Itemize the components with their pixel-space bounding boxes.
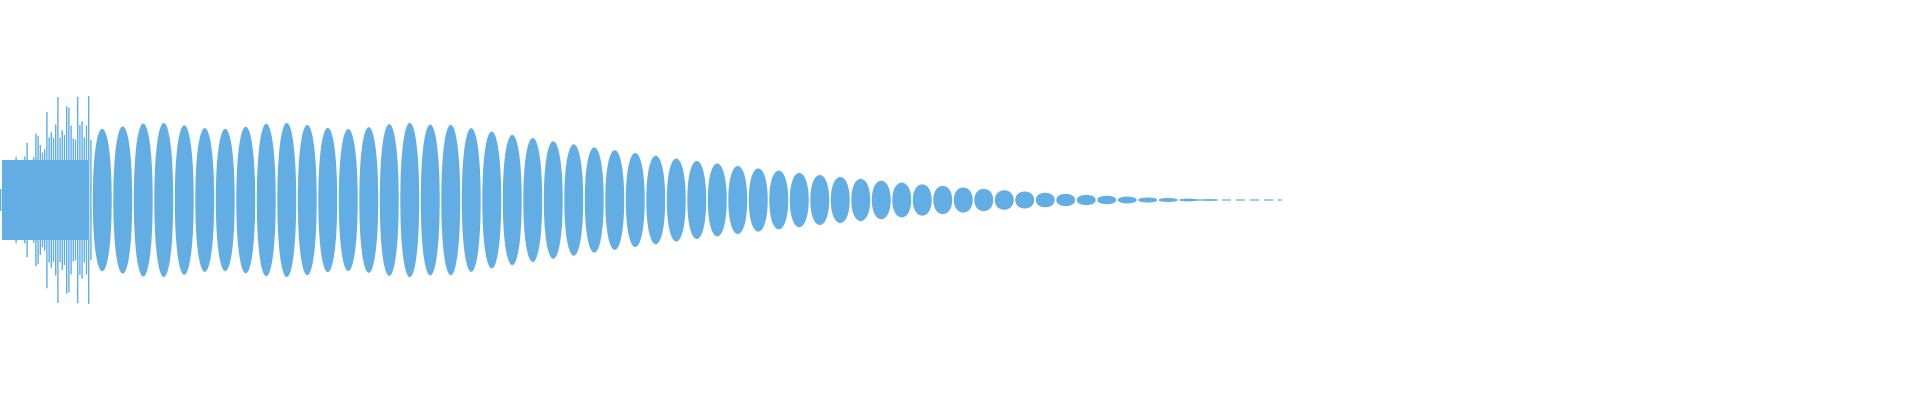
waveform-spike <box>0 189 2 211</box>
waveform-lobes <box>0 96 1219 304</box>
waveform-cycle <box>687 161 707 239</box>
waveform-attack-body <box>2 160 88 240</box>
waveform-cycle <box>1117 196 1137 204</box>
waveform-cycle <box>666 158 686 242</box>
waveform-cycle <box>892 182 912 218</box>
waveform-cycle <box>523 138 543 262</box>
waveform-cycle <box>625 152 645 248</box>
waveform-cycle <box>174 125 194 275</box>
waveform-cycle <box>810 174 830 226</box>
waveform-cycle <box>871 180 891 220</box>
waveform-cycle <box>912 184 932 216</box>
waveform-cycle <box>933 185 953 215</box>
waveform-cycle <box>195 128 215 272</box>
waveform-cycle <box>338 128 358 272</box>
waveform-cycle <box>1015 191 1035 209</box>
waveform-cycle <box>441 124 461 276</box>
waveform-cycle <box>707 163 727 237</box>
waveform-cycle <box>830 176 850 224</box>
waveform-cycle <box>789 172 809 228</box>
waveform-cycle <box>154 122 174 278</box>
waveform-cycle <box>92 128 112 272</box>
waveform-cycle <box>1076 194 1096 206</box>
waveform-cycle <box>974 188 994 212</box>
waveform-cycle <box>769 170 789 230</box>
waveform-cycle <box>215 128 235 272</box>
waveform-cycle <box>400 122 420 278</box>
waveform-cycle <box>379 124 399 276</box>
waveform-cycle <box>1158 198 1178 202</box>
waveform-cycle <box>236 126 256 274</box>
waveform-cycle <box>256 123 276 277</box>
waveform-cycle <box>113 126 133 274</box>
waveform-cycle <box>994 190 1014 210</box>
waveform-cycle <box>359 127 379 273</box>
waveform-cycle <box>646 155 666 245</box>
waveform-cycle <box>502 134 522 266</box>
waveform-cycle <box>584 147 604 253</box>
waveform-cycle <box>605 150 625 250</box>
waveform-cycle <box>133 123 153 277</box>
waveform-cycle <box>748 168 768 232</box>
waveform-cycle <box>851 178 871 222</box>
waveform-spike <box>88 96 90 304</box>
waveform-cycle <box>461 128 481 272</box>
waveform-cycle <box>1056 193 1076 207</box>
waveform-cycle <box>543 141 563 259</box>
waveform-spike <box>90 139 92 261</box>
waveform-cycle <box>1097 195 1117 205</box>
waveform-cycle <box>1138 197 1158 203</box>
waveform-cycle <box>953 187 973 213</box>
waveform-cycle <box>318 127 338 273</box>
waveform-cycle <box>297 124 317 276</box>
waveform-cycle <box>482 131 502 269</box>
waveform-cycle <box>564 144 584 256</box>
waveform-cycle <box>728 165 748 235</box>
waveform-cycle <box>1035 192 1055 208</box>
waveform-cycle <box>420 124 440 276</box>
waveform-cycle <box>277 122 297 278</box>
